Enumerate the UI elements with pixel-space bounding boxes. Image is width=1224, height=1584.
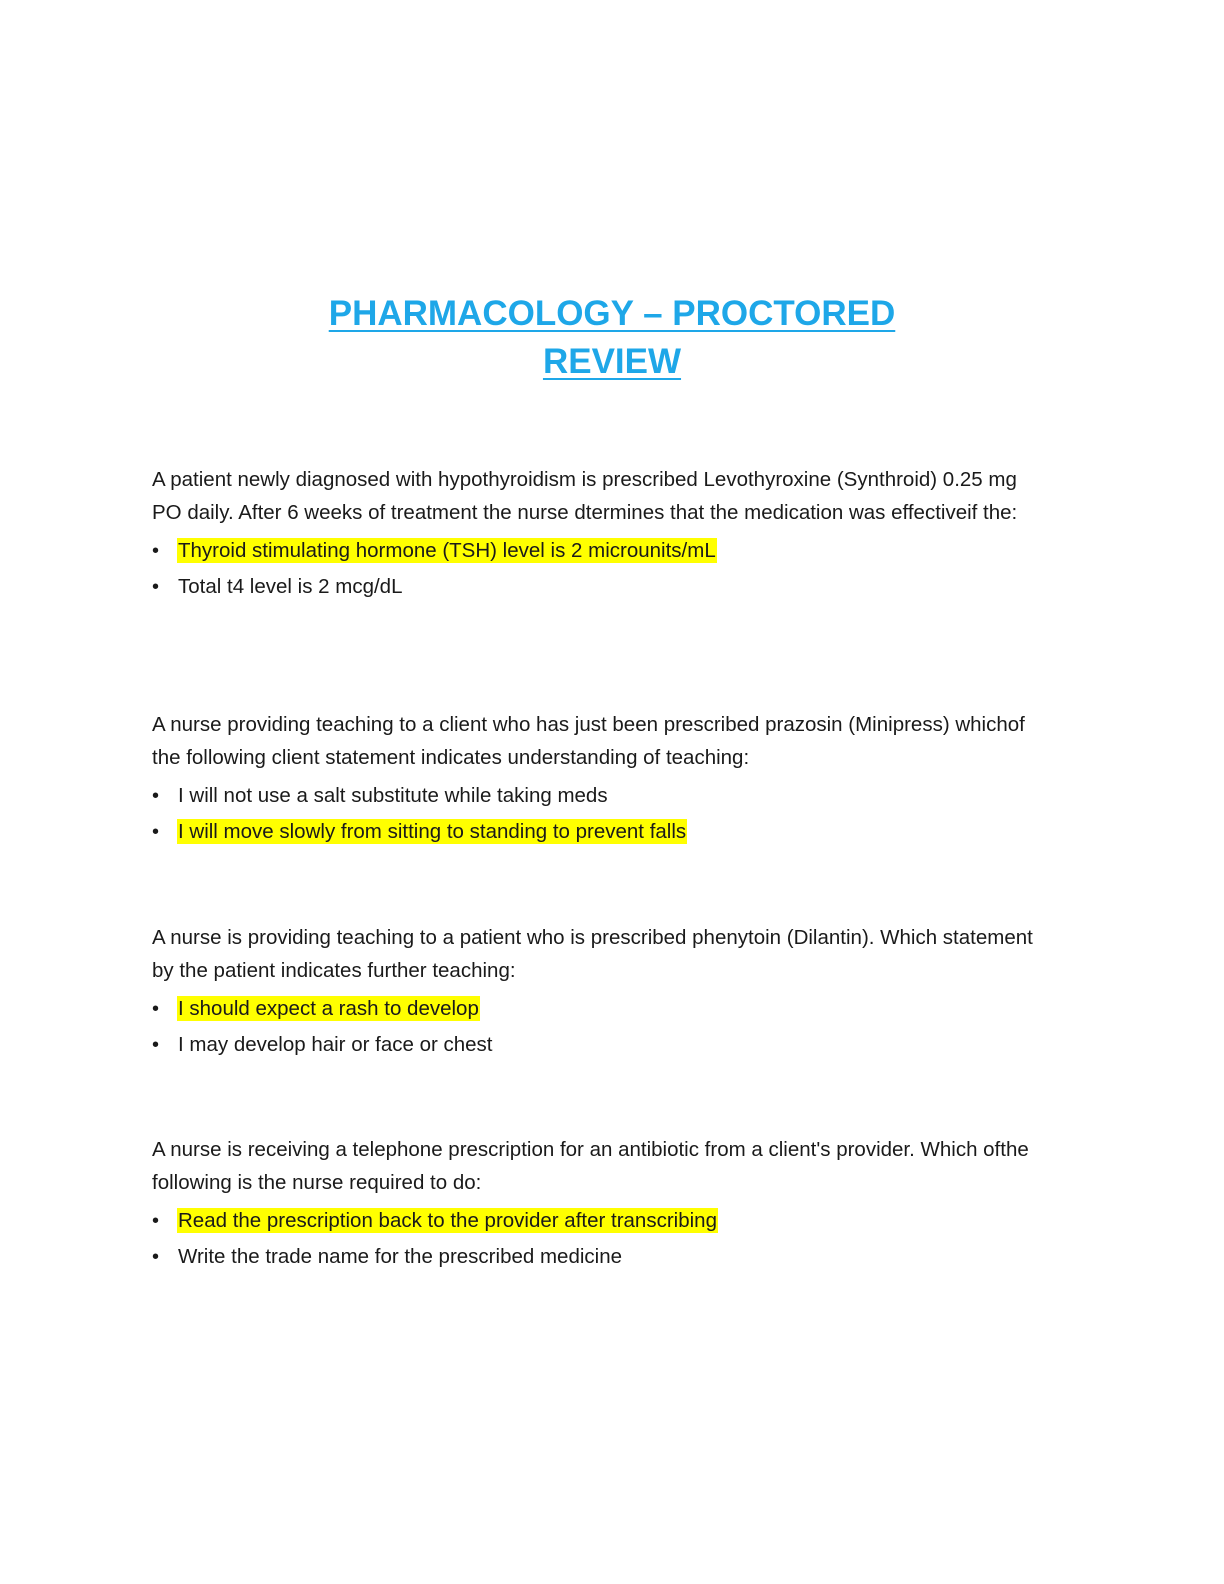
question-text: A nurse is providing teaching to a patie… [152, 926, 1033, 982]
option-text: Total t4 level is 2 mcg/dL [178, 575, 403, 598]
option-text: Write the trade name for the prescribed … [178, 1245, 623, 1268]
bullet-icon: • [152, 821, 160, 843]
option-list: • I will not use a salt substitute while… [152, 782, 1052, 846]
option-item: • I should expect a rash to develop [152, 995, 1052, 1023]
question-text: A nurse providing teaching to a client w… [152, 713, 1025, 769]
question-block: A nurse is providing teaching to a patie… [152, 921, 1052, 1059]
option-item: • Write the trade name for the prescribe… [152, 1243, 1052, 1271]
bullet-icon: • [152, 1210, 160, 1232]
bullet-icon: • [152, 1246, 160, 1268]
bullet-icon: • [152, 540, 160, 562]
option-text: Thyroid stimulating hormone (TSH) level … [177, 538, 717, 563]
question-block: A patient newly diagnosed with hypothyro… [152, 463, 1052, 601]
option-text: I will move slowly from sitting to stand… [177, 819, 688, 844]
option-item: • Total t4 level is 2 mcg/dL [152, 573, 1052, 601]
option-text: Read the prescription back to the provid… [177, 1208, 718, 1233]
option-list: • Thyroid stimulating hormone (TSH) leve… [152, 537, 1052, 601]
bullet-icon: • [152, 998, 160, 1020]
question-block: A nurse providing teaching to a client w… [152, 708, 1052, 846]
option-list: • I should expect a rash to develop • I … [152, 995, 1052, 1059]
option-text: I may develop hair or face or chest [178, 1033, 493, 1056]
option-text: I should expect a rash to develop [177, 996, 480, 1021]
question-text: A patient newly diagnosed with hypothyro… [152, 468, 1018, 524]
title-line-1: PHARMACOLOGY – PROCTORED [328, 294, 896, 333]
question-text: A nurse is receiving a telephone prescri… [152, 1138, 1029, 1194]
title-line-2: REVIEW [542, 342, 682, 381]
bullet-icon: • [152, 785, 160, 807]
question-block: A nurse is receiving a telephone prescri… [152, 1133, 1052, 1271]
option-item: • Thyroid stimulating hormone (TSH) leve… [152, 537, 1052, 565]
option-item: • I will not use a salt substitute while… [152, 782, 1052, 810]
option-item: • I will move slowly from sitting to sta… [152, 818, 1052, 846]
option-list: • Read the prescription back to the prov… [152, 1207, 1052, 1271]
bullet-icon: • [152, 576, 160, 598]
option-text: I will not use a salt substitute while t… [178, 784, 608, 807]
option-item: • Read the prescription back to the prov… [152, 1207, 1052, 1235]
bullet-icon: • [152, 1034, 160, 1056]
option-item: • I may develop hair or face or chest [152, 1031, 1052, 1059]
page-title: PHARMACOLOGY – PROCTORED REVIEW [0, 290, 1224, 386]
